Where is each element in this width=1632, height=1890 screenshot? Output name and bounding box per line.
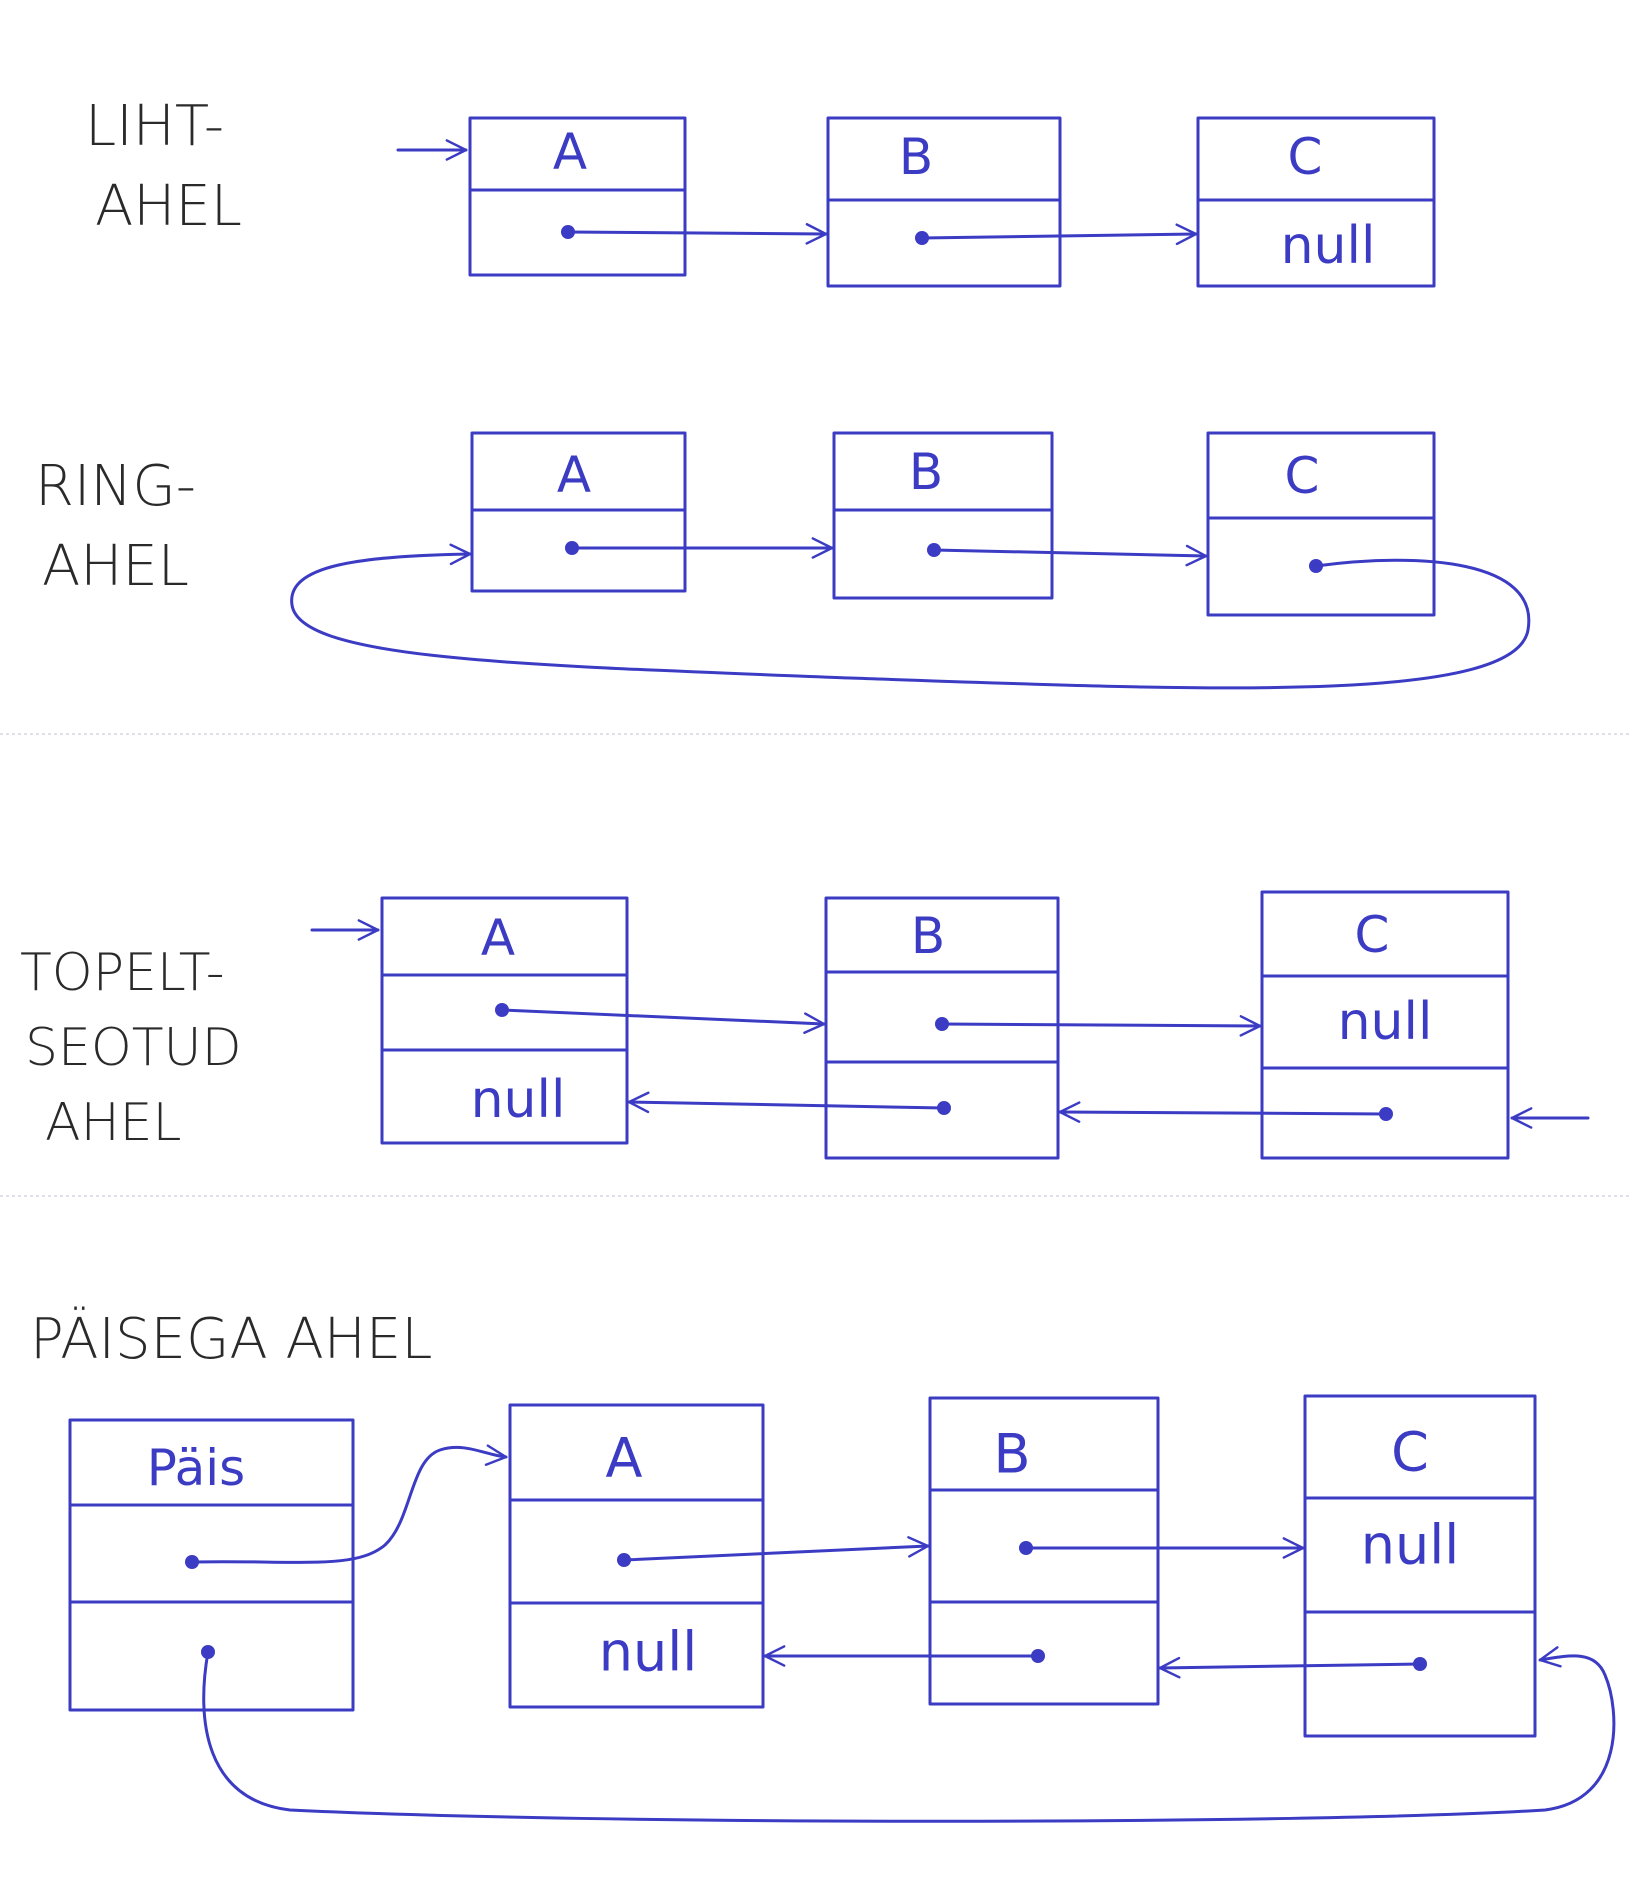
header-first-pointer <box>190 1444 508 1564</box>
node-b: B <box>824 896 1060 1160</box>
next-pointer-b-c <box>940 1015 1262 1037</box>
node-a-value: A <box>557 446 591 504</box>
node-a-null: null <box>599 1621 697 1684</box>
node-b-value: B <box>911 907 945 965</box>
node-b: B <box>832 431 1054 600</box>
node-b: B <box>826 116 1062 288</box>
node-c: C null <box>1196 116 1436 288</box>
section-ring-title-line2: AHEL <box>42 534 189 599</box>
header-last-pointer <box>202 1646 1616 1823</box>
next-pointer-a-b <box>500 1008 826 1034</box>
node-a-value: A <box>481 909 515 967</box>
node-c-null: null <box>1361 1514 1459 1577</box>
prev-pointer-c-b <box>1158 1656 1422 1679</box>
section-double-linked: TOPELT- SEOTUD AHEL A null B C null <box>20 890 1590 1160</box>
prev-pointer-c-b <box>1058 1101 1388 1123</box>
node-header-value: Päis <box>147 1439 246 1497</box>
node-c-null: null <box>1338 992 1433 1052</box>
section-ring-linked: RING- AHEL A B C <box>35 431 1531 690</box>
node-a-value: A <box>553 123 587 181</box>
node-c-null: null <box>1281 216 1376 276</box>
node-a: A null <box>380 896 629 1145</box>
next-pointer-b-c <box>920 223 1198 246</box>
node-b-value: B <box>993 1423 1030 1486</box>
node-a: A <box>470 431 687 593</box>
node-a: A <box>468 116 687 277</box>
section-single-linked: LIHT- AHEL A B C null <box>85 94 1436 288</box>
section-header-title: PÄISEGA AHEL <box>30 1307 432 1372</box>
next-pointer-a-b <box>622 1536 930 1562</box>
node-a-null: null <box>471 1070 566 1130</box>
section-header-linked: PÄISEGA AHEL Päis A null B <box>30 1307 1616 1823</box>
node-c: C null <box>1303 1394 1537 1738</box>
next-pointer-b-c <box>932 544 1208 567</box>
ring-back-pointer <box>290 543 1531 690</box>
node-header: Päis <box>68 1418 355 1712</box>
node-b-value: B <box>909 443 943 501</box>
node-c-value: C <box>1355 906 1390 964</box>
section-ring-title-line1: RING- <box>35 454 196 519</box>
section-double-title-line1: TOPELT- <box>20 943 224 1003</box>
node-a: A null <box>508 1403 765 1709</box>
section-double-title-line2: SEOTUD <box>25 1018 242 1078</box>
node-a-value: A <box>606 1427 643 1490</box>
next-pointer-a-b <box>566 223 828 245</box>
node-b-value: B <box>899 128 933 186</box>
node-c-value: C <box>1391 1421 1429 1484</box>
node-c-value: C <box>1285 447 1320 505</box>
node-c-value: C <box>1288 128 1323 186</box>
section-single-title-line1: LIHT- <box>85 94 224 159</box>
node-b: B <box>928 1396 1160 1706</box>
node-c: C <box>1206 431 1436 617</box>
node-c: C null <box>1260 890 1510 1160</box>
prev-pointer-b-a <box>627 1091 946 1114</box>
section-single-title-line2: AHEL <box>95 174 242 239</box>
section-double-title-line3: AHEL <box>45 1093 182 1153</box>
